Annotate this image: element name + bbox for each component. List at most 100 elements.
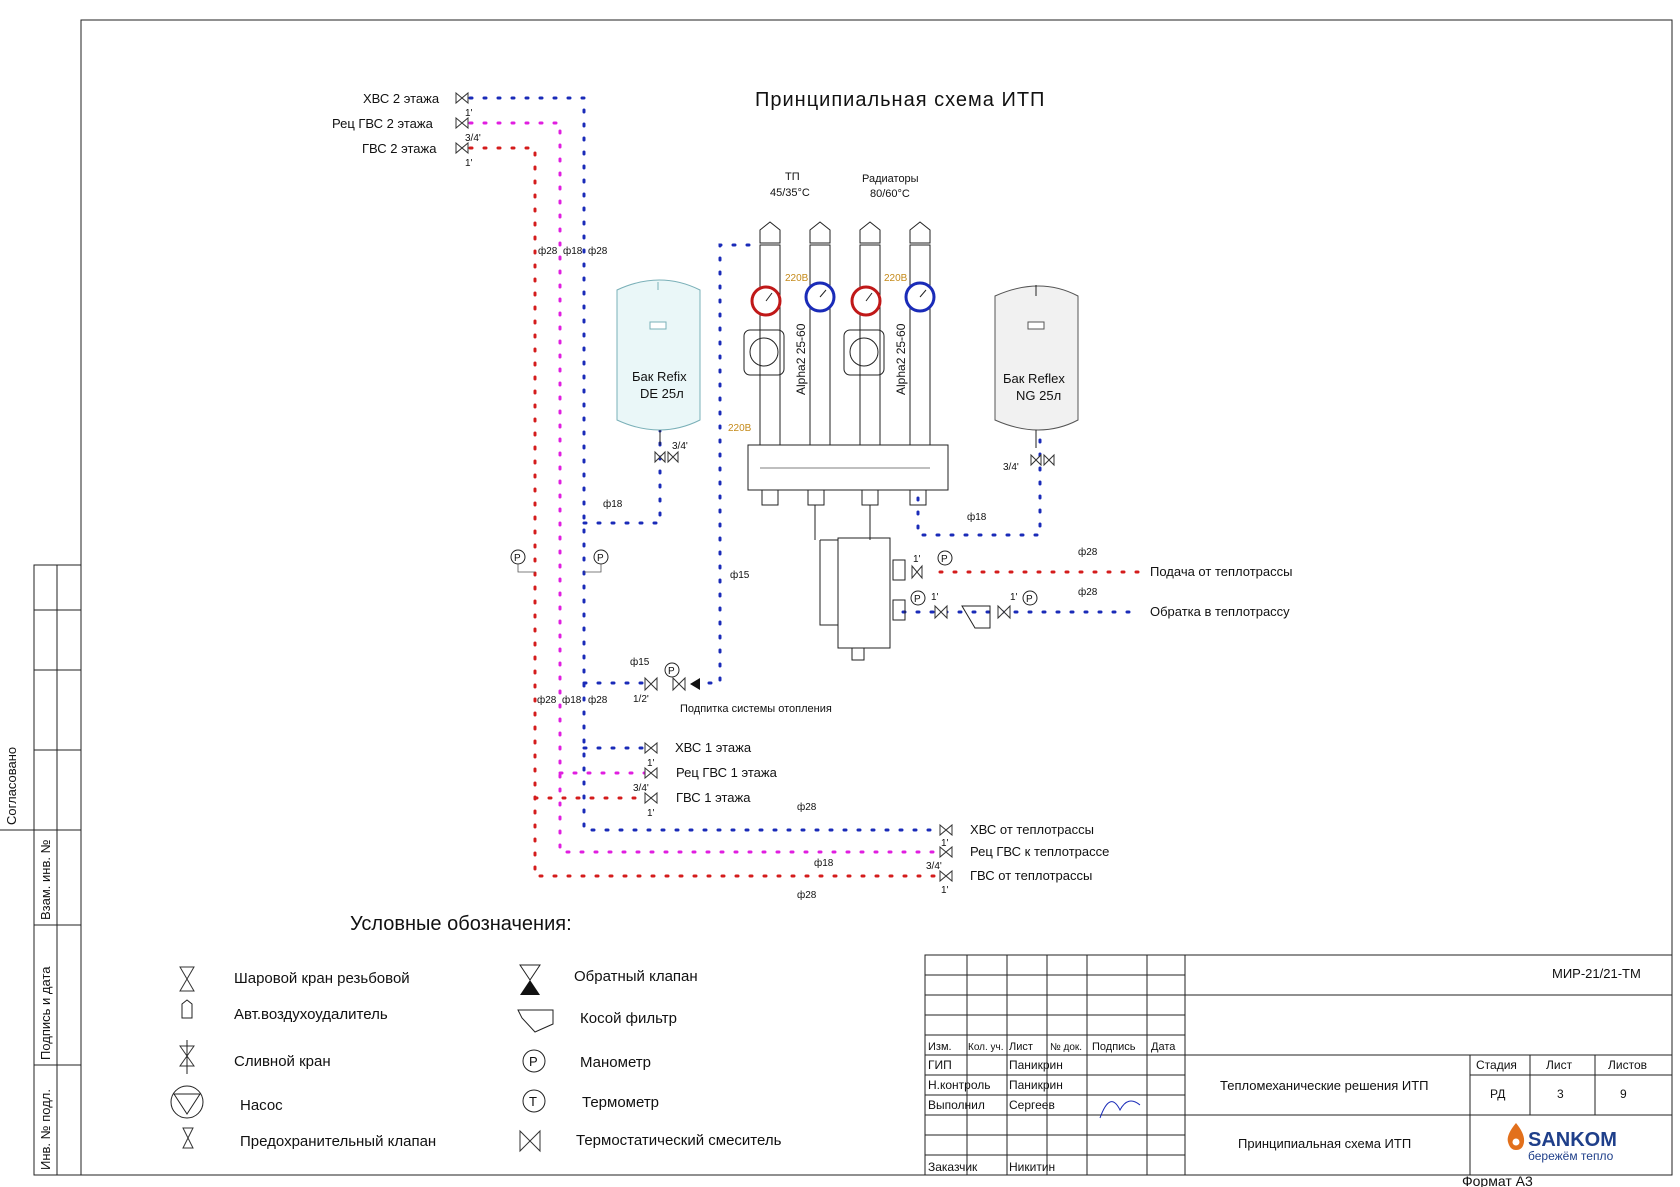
size-label: 3/4' — [465, 133, 481, 144]
size-label: ф28 — [1078, 546, 1098, 558]
name-gip: Паникрин — [1009, 1058, 1063, 1072]
supply-from-main: Подача от теплотрассы — [1150, 564, 1292, 579]
tank-right-name: Бак Reflex — [1003, 371, 1065, 386]
stamp-replace-inv: Взам. инв. № — [38, 839, 53, 920]
size-label: ф28 — [1078, 586, 1098, 598]
legend-check-valve: Обратный клапан — [574, 968, 698, 985]
size-label: ф28 — [797, 801, 817, 813]
col-sign: Подпись — [1092, 1041, 1136, 1053]
brand-name: SANKOM — [1528, 1129, 1617, 1151]
tank-left-name: Бак Refix — [632, 369, 687, 384]
brand-slogan: бережём тепло — [1528, 1149, 1614, 1163]
tank-right-volume: NG 25л — [1016, 388, 1061, 403]
makeup-label: Подпитка системы отопления — [680, 703, 832, 715]
size-label: ф18 — [563, 245, 583, 257]
diagram-title: Принципиальная схема ИТП — [755, 89, 1045, 111]
pump-model-2: Alpha2 25-60 — [894, 323, 908, 395]
sheet-value: 3 — [1557, 1087, 1564, 1101]
expansion-tank-left — [616, 279, 701, 464]
size-label: 1' — [1010, 592, 1018, 603]
svg-text:P: P — [597, 553, 604, 564]
sheet-title: Принципиальная схема ИТП — [1238, 1136, 1411, 1151]
size-label: ф28 — [588, 245, 608, 257]
outlet-hvs-2: ХВС 2 этажа — [363, 91, 440, 106]
legend-title: Условные обозначения: — [350, 913, 572, 935]
size-label: 3/4' — [672, 441, 688, 452]
circuit-tp-temp: 45/35°С — [770, 187, 810, 199]
size-label: ф28 — [588, 694, 608, 706]
power-label: 220В — [728, 423, 752, 434]
role-gip: ГИП — [928, 1058, 952, 1072]
manometer-icon: P — [510, 549, 535, 573]
size-label: 1' — [913, 554, 921, 565]
sankom-logo-icon — [1507, 1123, 1525, 1150]
valves-mains — [939, 823, 953, 883]
main-gvs: ГВС от теплотрассы — [970, 868, 1092, 883]
stamp-sign-date: Подпись и дата — [38, 966, 53, 1060]
doc-title: Тепломеханические решения ИТП — [1220, 1078, 1428, 1093]
legend-air-vent: Авт.воздухоудалитель — [234, 1006, 388, 1023]
size-label: ф15 — [730, 569, 750, 581]
size-label: ф18 — [603, 498, 623, 510]
role-author: Выполнил — [928, 1098, 985, 1112]
outlet-gvs-2: ГВС 2 этажа — [362, 141, 437, 156]
svg-text:P: P — [914, 594, 921, 605]
size-label: 1' — [931, 592, 939, 603]
legend-filter: Косой фильтр — [580, 1010, 677, 1027]
svg-text:P: P — [529, 1054, 538, 1069]
outlet-rec-2: Рец ГВС 2 этажа — [332, 116, 434, 131]
col-izm: Изм. — [928, 1041, 952, 1053]
size-label: 1' — [465, 108, 473, 119]
main-hvs: ХВС от теплотрассы — [970, 822, 1094, 837]
stage-value: РД — [1490, 1087, 1505, 1101]
size-label: ф28 — [537, 694, 557, 706]
size-label: ф18 — [814, 857, 834, 869]
main-rec: Рец ГВС к теплотрассе — [970, 844, 1109, 859]
legend-safety: Предохранительный клапан — [240, 1133, 436, 1150]
pump-group — [743, 221, 949, 661]
valves-floor1 — [644, 741, 658, 805]
pipes-cold — [468, 96, 1142, 832]
size-label: 3/4' — [926, 861, 942, 872]
legend-ball-valve: Шаровой кран резьбовой — [234, 970, 410, 987]
size-label: ф28 — [538, 245, 558, 257]
power-label: 220В — [785, 273, 809, 284]
doc-code: МИР-21/21-ТМ — [1552, 966, 1641, 981]
svg-text:P: P — [941, 554, 948, 565]
outlet-hvs-1: ХВС 1 этажа — [675, 740, 752, 755]
manometer-icon: P — [584, 549, 609, 573]
col-list: Лист — [1009, 1041, 1033, 1053]
size-label: 1/2' — [633, 694, 649, 705]
stamp-inv-orig: Инв. № подл. — [38, 1089, 53, 1170]
size-label: 1' — [941, 885, 949, 896]
name-client: Никитин — [1009, 1160, 1055, 1174]
size-label: ф28 — [797, 889, 817, 901]
outlet-rec-1: Рец ГВС 1 этажа — [676, 765, 778, 780]
heat-main-fittings: P P P — [910, 550, 1038, 629]
legend-pump: Насос — [240, 1097, 283, 1114]
size-label: ф18 — [967, 511, 987, 523]
size-label: 3/4' — [633, 783, 649, 794]
role-nkontrol: Н.контроль — [928, 1078, 991, 1092]
pump-model-1: Alpha2 25-60 — [794, 323, 808, 395]
name-author: Сергеев — [1009, 1098, 1055, 1112]
size-label: 1' — [647, 758, 655, 769]
col-ndoc: № док. — [1050, 1042, 1082, 1053]
svg-text:T: T — [529, 1094, 537, 1109]
expansion-tank-right — [994, 285, 1079, 467]
svg-text:P: P — [668, 666, 675, 677]
circuit-rad-temp: 80/60°С — [870, 188, 910, 200]
format-label: Формат А3 — [1462, 1173, 1533, 1187]
legend-symbols: P T — [170, 964, 554, 1153]
valves-floor2 — [455, 91, 469, 155]
size-label: 3/4' — [1003, 462, 1019, 473]
circuit-rad-name: Радиаторы — [862, 173, 919, 185]
stamp-agreed: Согласовано — [4, 747, 19, 825]
role-client: Заказчик — [928, 1160, 978, 1174]
power-label: 220В — [884, 273, 908, 284]
outlet-gvs-1: ГВС 1 этажа — [676, 790, 751, 805]
return-to-main: Обратка в теплотрассу — [1150, 604, 1290, 619]
makeup-fittings: P — [644, 662, 700, 692]
legend-thermometer: Термометр — [582, 1094, 659, 1111]
